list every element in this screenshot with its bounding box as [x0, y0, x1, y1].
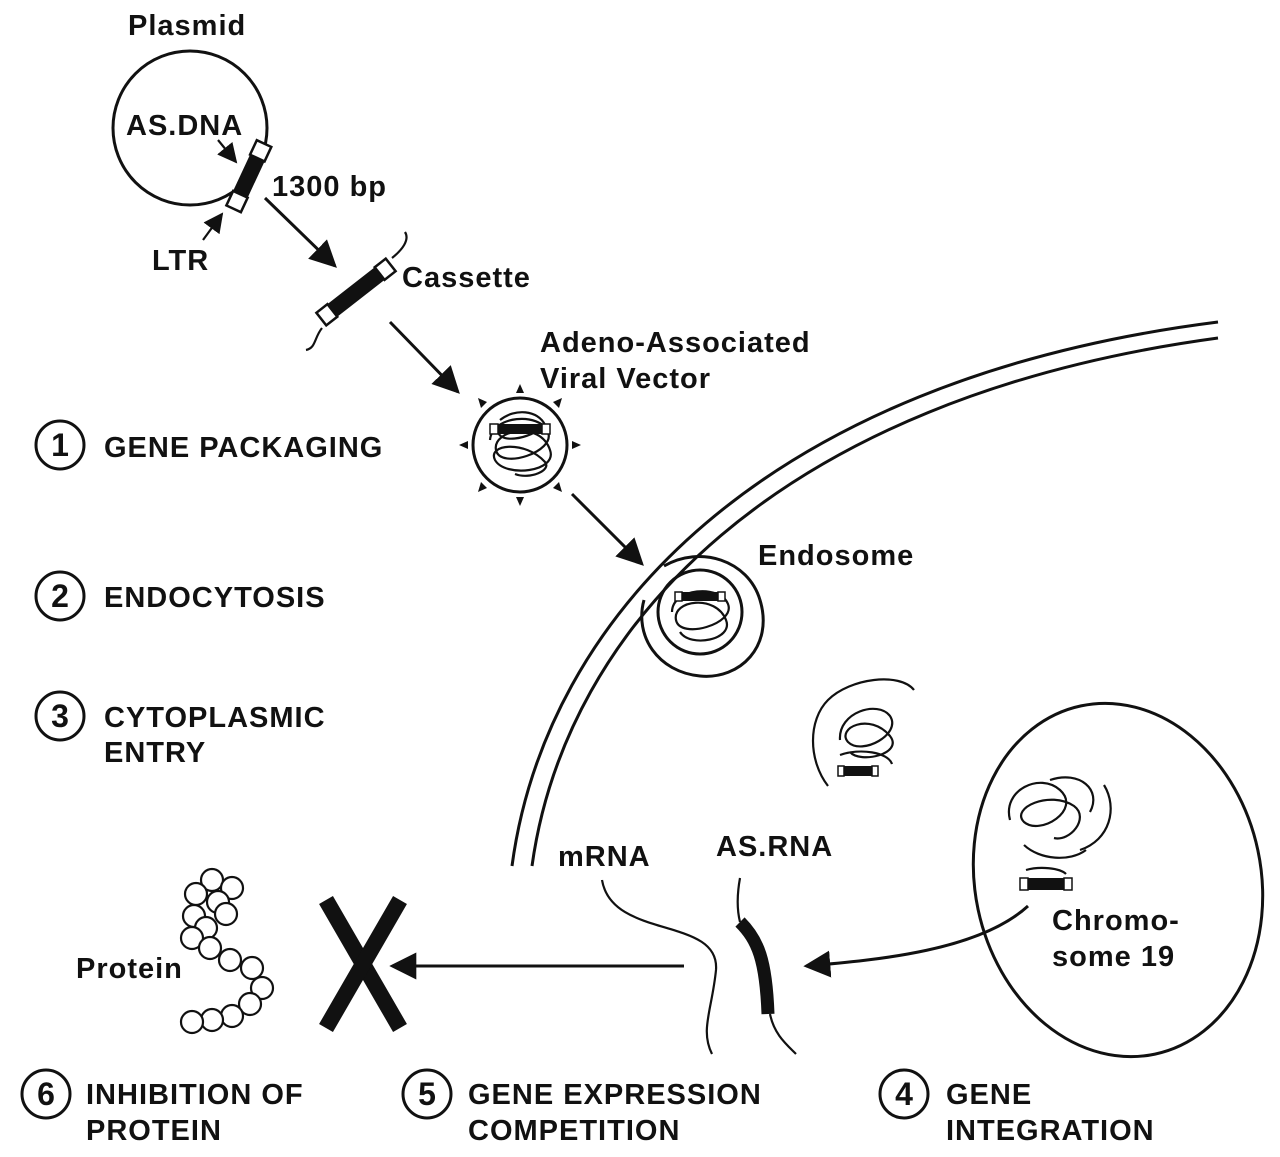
- cytoplasmic-dna: [812, 678, 915, 787]
- step-6-label-line1: INHIBITION OF: [86, 1079, 304, 1111]
- step-3-label-line1: CYTOPLASMIC: [104, 702, 326, 734]
- arrow-to-endosome: [570, 492, 644, 566]
- aav-vector: Adeno-Associated Viral Vector: [459, 327, 811, 506]
- vector-label-line1: Adeno-Associated: [540, 327, 811, 359]
- arrow-to-cassette: [263, 196, 337, 268]
- plasmid-ring: [111, 49, 269, 207]
- mrna-strand: [600, 879, 718, 1055]
- arrow-to-vector: [388, 320, 460, 394]
- step-4: 4 GENE INTEGRATION: [878, 1068, 1155, 1147]
- protein: Protein: [76, 867, 275, 1035]
- rna-strands: mRNA AS.RNA: [558, 831, 833, 1055]
- step-3-label-line2: ENTRY: [104, 737, 206, 769]
- step-2-label: ENDOCYTOSIS: [104, 582, 326, 614]
- step-6-label-line2: PROTEIN: [86, 1115, 222, 1147]
- plasmid-insert: [224, 138, 273, 214]
- endosome: Endosome: [640, 540, 914, 678]
- bp-label: 1300 bp: [272, 171, 387, 203]
- arrow-to-as-rna: [803, 904, 1030, 978]
- step-2-number: 2: [51, 578, 69, 614]
- ltr-pointer: [202, 212, 224, 241]
- as-dna-label: AS.DNA: [126, 110, 243, 142]
- step-5-label-line1: GENE EXPRESSION: [468, 1079, 762, 1111]
- step-2: 2 ENDOCYTOSIS: [34, 570, 326, 622]
- chromosome-label-line1: Chromo-: [1052, 905, 1180, 937]
- ltr-label: LTR: [152, 245, 209, 277]
- block-x-icon: [319, 895, 407, 1033]
- chromosome-label-line2: some 19: [1052, 941, 1175, 973]
- endosome-label: Endosome: [758, 540, 914, 572]
- step-1-label: GENE PACKAGING: [104, 432, 383, 464]
- step-5-label-line2: COMPETITION: [468, 1115, 680, 1147]
- step-6: 6 INHIBITION OF PROTEIN: [20, 1068, 304, 1147]
- step-5: 5 GENE EXPRESSION COMPETITION: [401, 1068, 762, 1147]
- step-4-label-line2: INTEGRATION: [946, 1115, 1155, 1147]
- vector-label-line2: Viral Vector: [540, 363, 711, 395]
- cassette: Cassette: [305, 231, 531, 352]
- step-3-number: 3: [51, 698, 69, 734]
- step-4-label-line1: GENE: [946, 1079, 1032, 1111]
- step-1: 1 GENE PACKAGING: [34, 419, 383, 471]
- as-rna-label: AS.RNA: [716, 831, 833, 863]
- step-3: 3 CYTOPLASMIC ENTRY: [34, 690, 326, 769]
- cassette-label: Cassette: [402, 262, 531, 294]
- mrna-label: mRNA: [558, 841, 651, 873]
- step-4-number: 4: [895, 1076, 913, 1112]
- step-5-number: 5: [418, 1076, 436, 1112]
- step-1-number: 1: [51, 427, 69, 463]
- nucleus: Chromo- some 19: [971, 701, 1265, 1059]
- as-dna-pointer: [217, 139, 238, 164]
- plasmid: Plasmid AS.DNA 1300 bp LTR: [111, 10, 387, 277]
- cell-membrane: [510, 320, 1219, 867]
- as-rna-strand: [735, 917, 775, 1015]
- step-6-number: 6: [37, 1076, 55, 1112]
- protein-label: Protein: [76, 953, 183, 985]
- plasmid-label: Plasmid: [128, 10, 246, 42]
